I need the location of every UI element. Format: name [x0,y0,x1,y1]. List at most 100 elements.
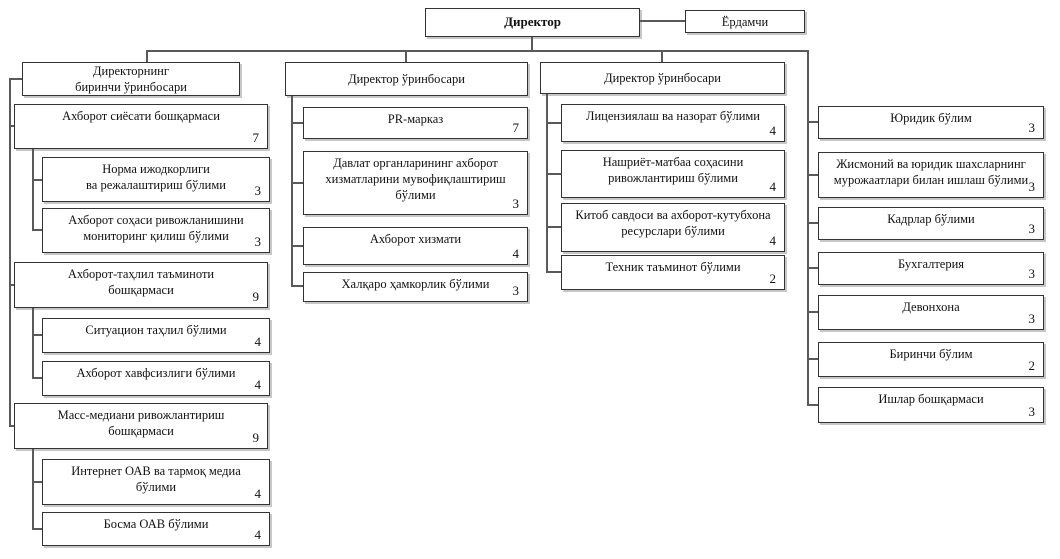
connector-col2-spine [291,96,293,287]
node-label: Ёрдамчи [721,14,769,29]
node-hr-division: Кадрлар бўлими 3 [818,207,1044,240]
node-label: Масс-медиани ривожлантириш бошқармаси [57,408,225,438]
node-label: Ишлар бошқармаси [878,392,984,406]
node-deputy-director-1: Директор ўринбосари [285,62,528,96]
connector-col1-spine [9,78,11,427]
connector-stub [291,122,303,124]
connector-stub [546,173,561,175]
node-deputy-director-2: Директор ўринбосари [540,62,785,94]
node-label: Биринчи бўлим [889,347,973,361]
connector-stub [291,245,303,247]
node-director: Директор [425,8,640,37]
connector-stub [32,229,42,231]
node-internet-media-division: Интернет ОАВ ва тармоқ медиа бўлими 4 [42,459,270,505]
connector-col1-sub-spine-3 [32,449,34,530]
node-print-media-division: Босма ОАВ бўлими 4 [42,512,270,546]
connector-stub [9,284,14,286]
node-label: Жисмоний ва юридик шахсларнинг мурожаатл… [833,157,1029,187]
staff-count: 9 [252,289,260,305]
staff-count: 3 [1028,311,1036,327]
node-label: Ахборот сиёсати бошқармаси [62,109,220,123]
node-state-bodies-coordination-division: Давлат органларининг ахборот хизматларин… [303,151,528,215]
node-pr-center: PR-марказ 7 [303,107,528,139]
node-label: Бухгалтерия [897,257,965,271]
staff-count: 4 [769,179,777,195]
connector-director-drop [531,37,533,51]
connector-drop-col3 [661,50,663,62]
node-licensing-control-division: Лицензиялаш ва назорат бўлими 4 [561,104,785,142]
node-label: Ахборот-таҳлил таъминоти бошқармаси [67,267,215,297]
connector-stub [546,226,561,228]
connector-stub [32,334,42,336]
staff-count: 4 [254,527,262,543]
node-information-security-division: Ахборот хавфсизлиги бўлими 4 [42,361,270,396]
connector-stub [546,122,561,124]
node-situation-analysis-division: Ситуацион таҳлил бўлими 4 [42,318,270,353]
staff-count: 4 [254,334,262,350]
connector-col4-spine [807,50,809,406]
node-label: Интернет ОАВ ва тармоқ медиа бўлими [71,464,241,494]
node-label: Директор [504,14,561,30]
staff-count: 2 [769,271,777,287]
connector-stub [808,311,818,313]
connector-col1-sub-spine-1 [32,149,34,231]
connector-stub [808,121,818,123]
node-label: Директор ўринбосари [348,72,465,86]
node-label: Ситуацион таҳлил бўлими [85,323,227,337]
node-label: Директорнинг биринчи ўринбосари [75,64,187,94]
connector-stub [32,528,42,530]
node-label: Ахборот хизмати [369,232,462,246]
connector-stub [32,179,42,181]
staff-count: 3 [512,283,520,299]
staff-count: 3 [1028,266,1036,282]
node-legal-division: Юридик бўлим 3 [818,106,1044,139]
node-label: Директор ўринбосари [604,71,721,85]
staff-count: 3 [1028,179,1036,195]
connector-stub [291,285,303,287]
staff-count: 4 [254,377,262,393]
connector-stub [9,125,14,127]
staff-count: 3 [1028,404,1036,420]
node-label: Халқаро ҳамкорлик бўлими [341,277,490,291]
node-label: Ахборот хавфсизлиги бўлими [76,366,236,380]
staff-count: 2 [1028,358,1036,374]
node-label: Босма ОАВ бўлими [103,517,209,531]
staff-count: 7 [252,130,260,146]
node-label: Кадрлар бўлими [887,212,975,226]
staff-count: 7 [512,120,520,136]
node-norm-drafting-division: Норма ижодкорлиги ва режалаштириш бўлими… [42,157,270,202]
connector-drop-col2 [405,50,407,62]
connector-director-assistant [640,20,685,22]
node-first-deputy-director: Директорнинг биринчи ўринбосари [22,62,240,96]
node-label: Норма ижодкорлиги ва режалаштириш бўлими [86,162,226,192]
node-book-trade-library-resources-division: Китоб савдоси ва ахборот-кутубхона ресур… [561,203,785,252]
connector-stub [808,267,818,269]
node-first-division: Биринчи бўлим 2 [818,342,1044,377]
node-mass-media-development-dept: Масс-медиани ривожлантириш бошқармаси 9 [14,403,268,449]
staff-count: 3 [254,183,262,199]
connector-col3-spine [546,94,548,272]
node-affairs-dept: Ишлар бошқармаси 3 [818,387,1044,423]
node-assistant: Ёрдамчи [685,10,805,33]
staff-count: 4 [769,123,777,139]
connector-col1-sub-spine-2 [32,308,34,379]
node-chancellery: Девонхона 3 [818,295,1044,330]
staff-count: 3 [1028,221,1036,237]
node-label: Юридик бўлим [890,111,972,125]
staff-count: 4 [512,246,520,262]
node-accounting: Бухгалтерия 3 [818,252,1044,285]
connector-stub [808,222,818,224]
staff-count: 9 [252,430,260,446]
connector-stub [291,182,303,184]
node-label: Лицензиялаш ва назорат бўлими [586,109,760,123]
connector-stub [546,271,561,273]
connector-stub [32,377,42,379]
staff-count: 3 [1028,120,1036,136]
connector-main-horizontal [146,50,809,52]
node-label: Ахборот соҳаси ривожланишини мониторинг … [68,213,244,243]
connector-stub [808,174,818,176]
node-label: Давлат органларининг ахборот хизматларин… [325,156,506,202]
node-information-service: Ахборот хизмати 4 [303,227,528,265]
staff-count: 3 [254,234,262,250]
